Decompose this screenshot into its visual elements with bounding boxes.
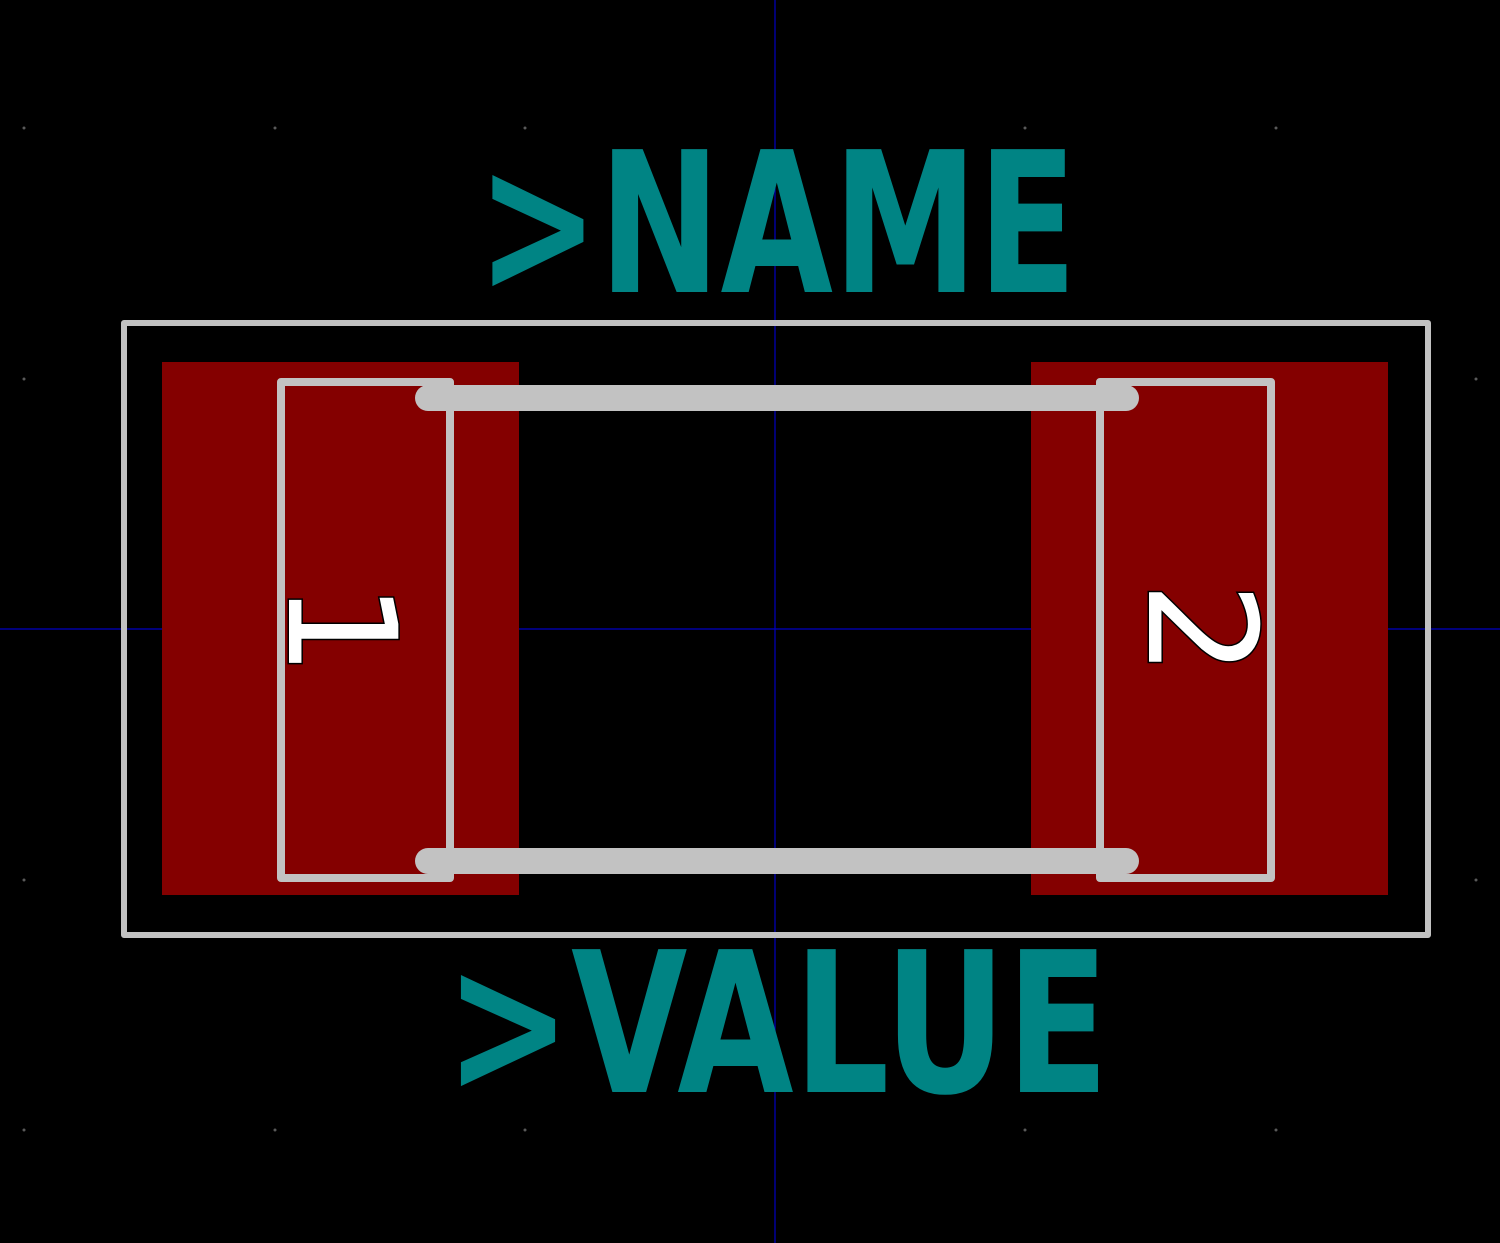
value-field[interactable]: >VALUE <box>445 911 1109 1139</box>
pad-1-number: 1 <box>253 581 427 676</box>
pad-2-number: 2 <box>1113 581 1287 676</box>
grid-dots <box>22 126 1478 1132</box>
name-field[interactable]: >NAME <box>477 111 1077 339</box>
pad-1[interactable] <box>162 362 519 895</box>
courtyard-outline <box>121 320 1431 938</box>
pad-2[interactable] <box>1031 362 1388 895</box>
fab-outline-left <box>277 378 454 882</box>
fab-outline-right <box>1096 378 1275 882</box>
